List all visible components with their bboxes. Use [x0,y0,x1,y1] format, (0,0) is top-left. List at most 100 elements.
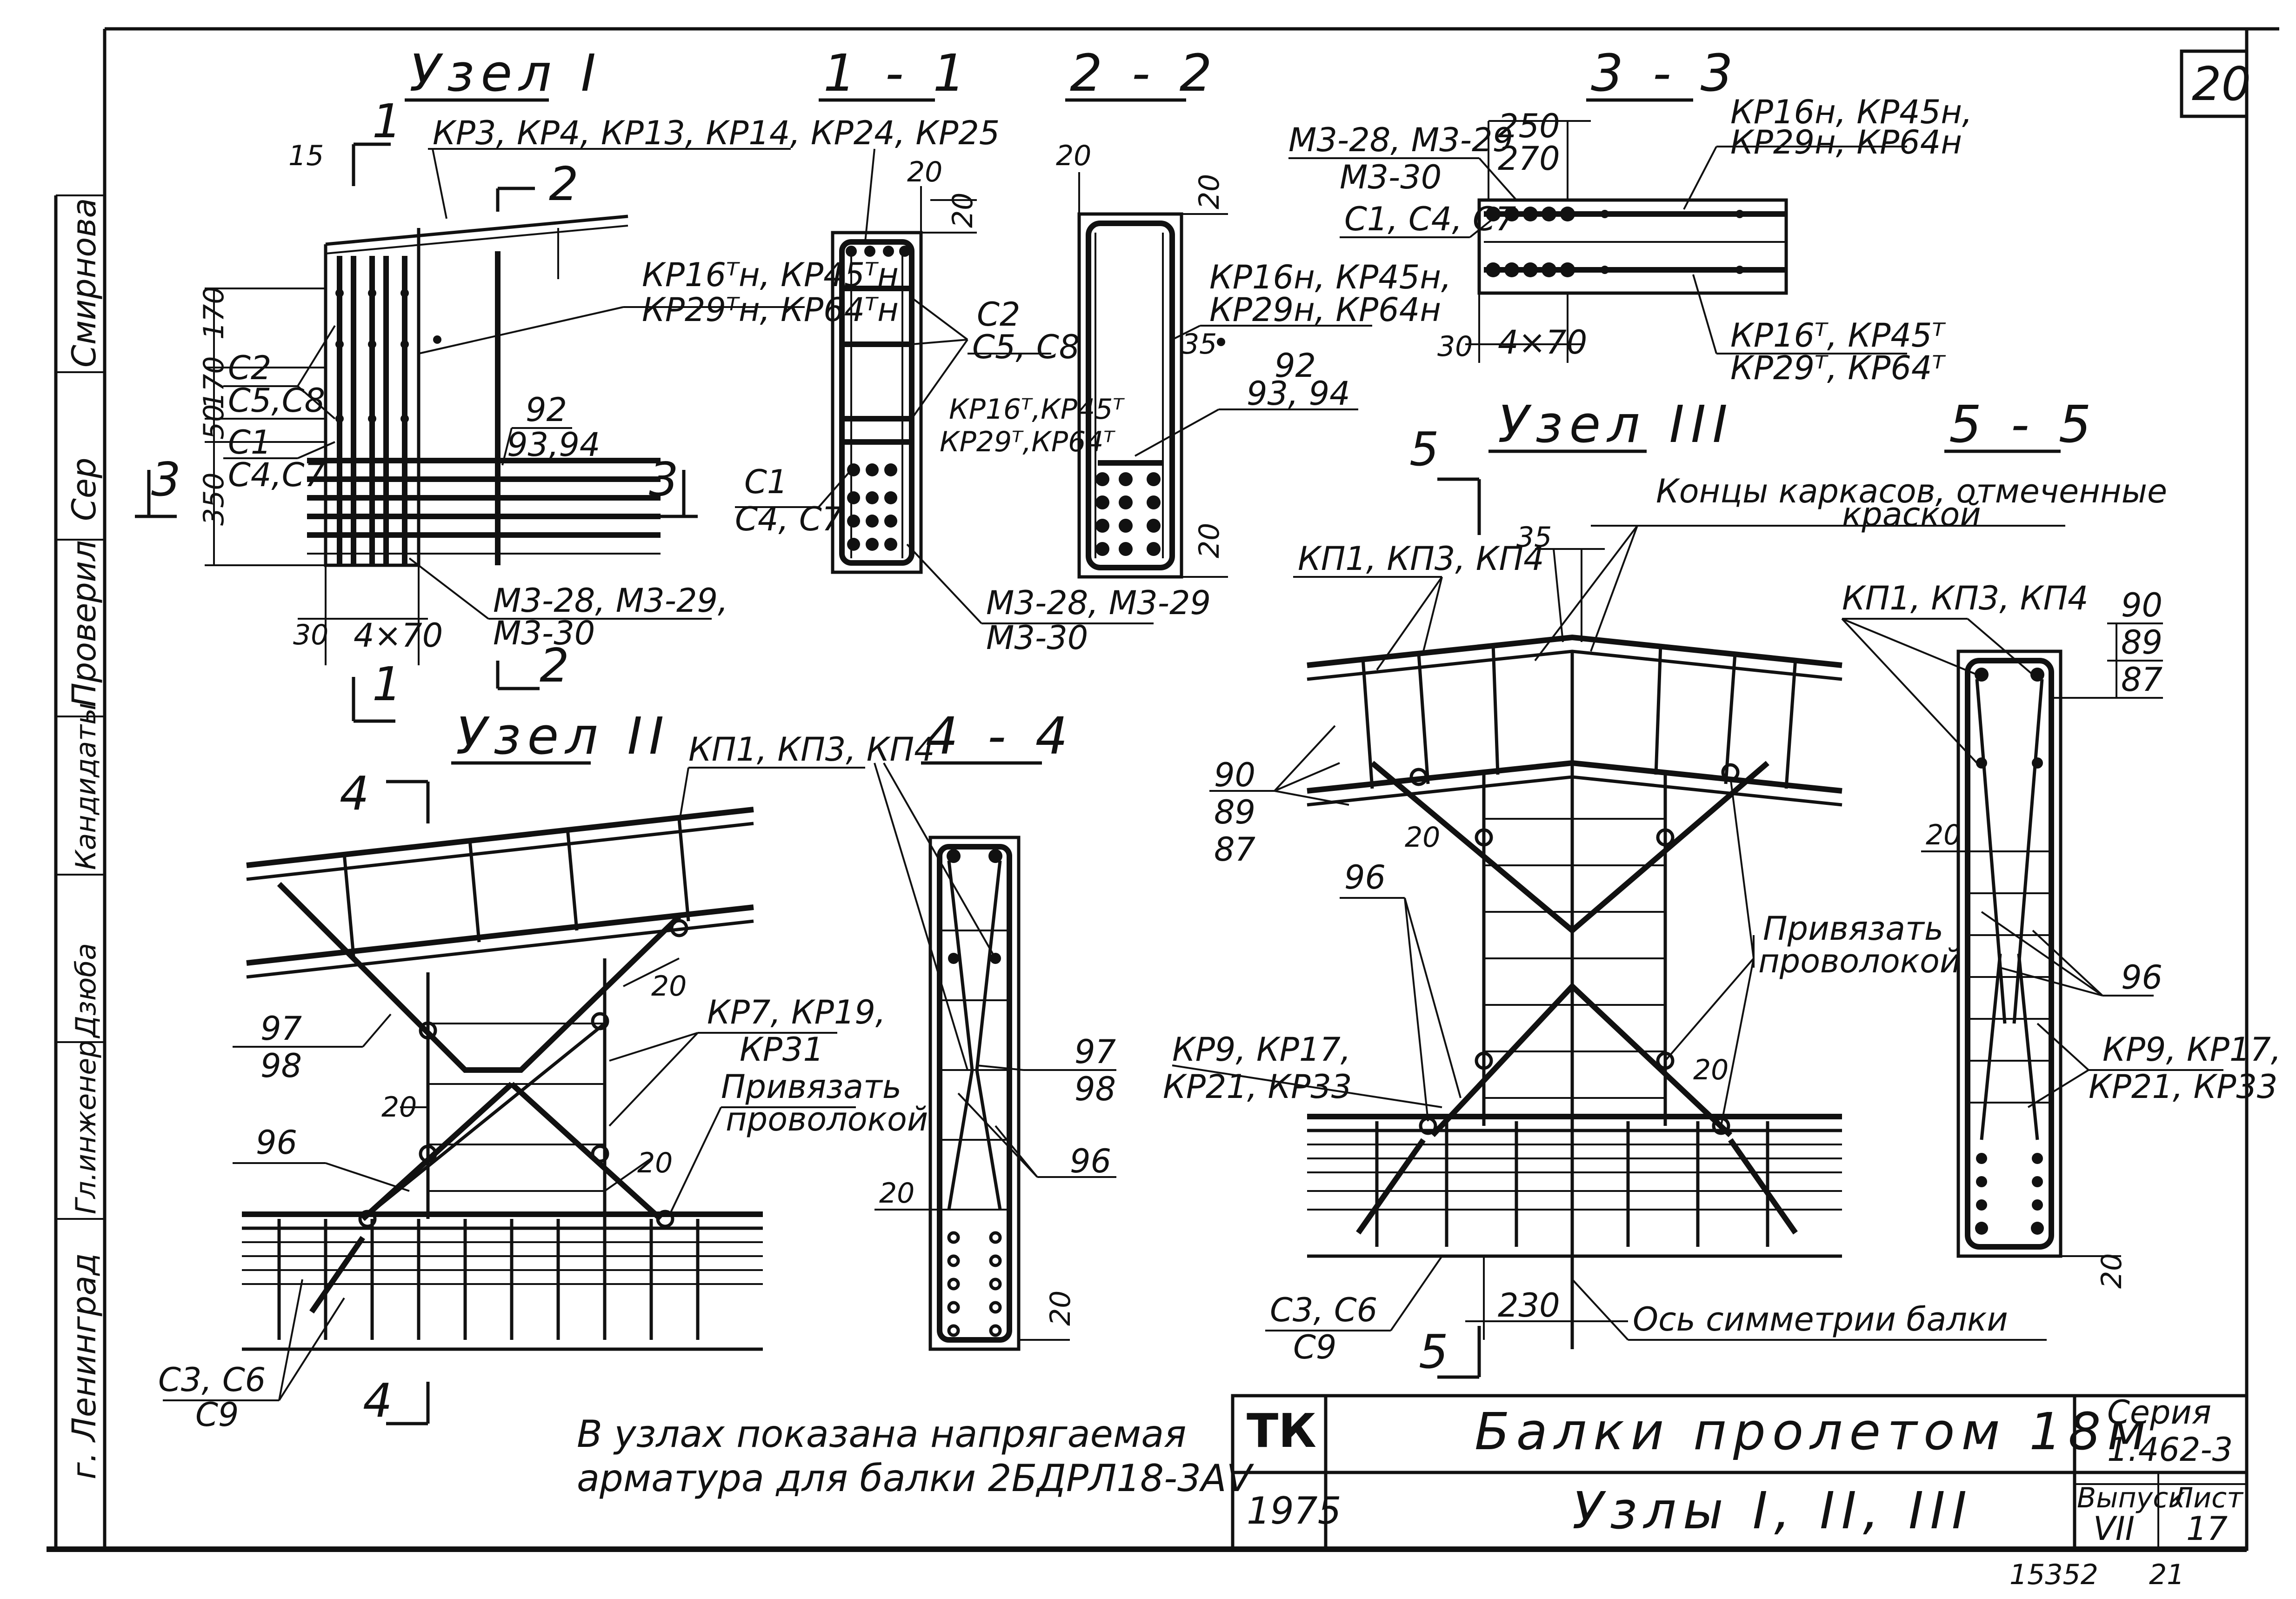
section-1-1-c47: С4, С7 [735,500,842,538]
node-3-p89: 89 [1214,793,1255,831]
node-1-cut-3a: 3 [151,452,181,507]
node-3-cut-b: 5 [1419,1325,1448,1379]
node-2-c-1: С3, С6 [158,1361,266,1399]
node-1-dim-4x70: 4×70 [354,616,443,655]
node-3-dim-20a: 20 [1405,821,1440,854]
section-2-2-title: 2 - 2 [1070,43,1219,103]
section-4-4: 4 - 4 [874,706,1116,1351]
node-1-dim-170b: 170 [198,356,230,409]
section-5-5-dim-a: 20 [1926,819,1961,851]
node-2-dim-a: 20 [381,1091,417,1124]
node-1-dim-170a: 170 [198,286,230,340]
side-name-6: Гл.инженер [70,1040,102,1214]
section-2-2-p9394: 93, 94 [1247,375,1350,413]
node-3-ends-2: краской [1842,495,1981,534]
node-3-p87: 87 [1214,830,1255,869]
section-3-3-title: 3 - 3 [1591,43,1740,103]
section-3-3-kr-top-1: КР16н, КР45н, [1730,93,1972,131]
node-3-title: Узел III [1498,395,1734,454]
title-block-series-label: Серия [2107,1393,2211,1432]
node-2-c-2: С9 [195,1396,239,1434]
section-5-5-p89: 89 [2121,623,2163,662]
node-2-p96: 96 [256,1124,297,1162]
node-2-kr-1: КР7, КР19, [707,993,886,1031]
section-3-3-kr-bot-2: КР29ᵀ, КР64ᵀ [1730,349,1946,387]
node-2-p97: 97 [260,1010,302,1048]
node-3-dim-230: 230 [1498,1286,1560,1325]
section-5-5-p90: 90 [2121,586,2163,624]
section-4-4-p96: 96 [1070,1142,1111,1180]
note-line-2: арматура для балки 2БДРЛ18-3АⅤ [577,1457,1255,1500]
section-1-1-m3-1: М3-28, М3-29 [986,584,1211,622]
node-1-cut-3b: 3 [649,452,679,507]
node-3-kp: КП1, КП3, КП4 [1298,540,1544,578]
title-block-sheet-label: Лист [2171,1482,2244,1514]
section-1-1-dim-b: 20 [947,193,979,228]
node-1-c2: С2 [228,349,271,387]
node-3-c-2: С9 [1293,1328,1336,1366]
node-1-cut-1b: 1 [372,657,402,711]
node-1-c47: С4,С7 [228,456,325,494]
node-2-dim-b: 20 [651,970,687,1003]
section-4-4-p98: 98 [1075,1070,1116,1108]
side-name-3: Проверил [65,540,103,707]
section-1-1-kr-1: КР16ᵀ,КР45ᵀ [949,393,1125,426]
section-1-1: 1 - 1 [735,43,1154,624]
node-1-dim-30: 30 [293,619,328,651]
title-block-org: ТК [1247,1404,1316,1458]
node-1-cut-1a: 1 [372,94,402,148]
section-3-3-dim-270: 270 [1498,140,1560,178]
node-3-ends-1: Концы каркасов, отмеченные [1656,472,2167,510]
section-1-1-c2: С2 [977,295,1020,334]
section-3-3-c: С1, С4, С7 [1344,200,1516,238]
side-name-5: Дзюба [70,943,102,1039]
section-2-2-kr-2: КР29н, КР64н [1209,291,1441,329]
side-name-7: г. Ленинград [65,1253,103,1479]
node-3-dim-35: 35 [1516,521,1552,554]
section-3-3-dim-30: 30 [1437,330,1473,363]
node-2-dim-c: 20 [637,1147,673,1179]
node-1-c1: С1 [228,423,271,462]
section-2-2-dim-b: 20 [1193,174,1226,209]
node-1-p92: 92 [526,391,567,429]
section-2-2-dim-d: 20 [1193,523,1226,558]
node-3-cut-a: 5 [1409,422,1439,476]
section-1-1-m3-2: М3-30 [986,619,1088,657]
node-3-kr-1: КР9, КР17, [1172,1030,1351,1069]
node-1-top-bars: КР3, КР4, КР13, КР14, КР24, КР25 [433,114,1000,152]
section-2-2-dim-c: 35 [1181,328,1217,361]
section-5-5-kr-2: КР21, КР33 [2089,1068,2277,1106]
title-block-sheet-value: 17 [2186,1510,2228,1548]
section-5-5-title: 5 - 5 [1949,395,2098,454]
section-4-4-p97: 97 [1075,1033,1116,1071]
section-3-3: 3 - 3 [1288,43,1907,363]
node-1-cut-2b: 2 [540,638,569,693]
side-strip: Смирнова Сер Проверил Кандидаты Дзюба Гл… [65,198,103,1479]
node-2-kr-2: КР31 [740,1030,824,1069]
title-block-year: 1975 [1247,1489,1342,1532]
section-5-5-p96: 96 [2121,958,2163,997]
section-3-3-kr-bot-1: КР16ᵀ, КР45ᵀ [1730,316,1946,355]
node-3-dim-20b: 20 [1693,1054,1729,1086]
title-block-name: Балки пролетом 18м [1475,1402,2152,1461]
node-2-p98: 98 [260,1047,302,1085]
section-3-3-m3-1: М3-28, М3-29 [1288,121,1513,159]
node-3-axis: Ось симметрии балки [1633,1300,2008,1338]
side-name-2: Сер [65,458,103,521]
node-1-dim-15: 15 [288,140,324,172]
section-4-4-title: 4 - 4 [926,706,1075,766]
node-2-tie-1: Привязать [721,1068,901,1106]
node-3-c-1: С3, С6 [1270,1291,1377,1329]
section-5-5-p87: 87 [2121,661,2163,699]
section-2-2-p92: 92 [1275,347,1316,385]
node-1-m3-1: М3-28, М3-29, [493,582,728,620]
section-5-5-dim-b: 20 [2096,1253,2128,1289]
footer-page: 21 [2149,1559,2184,1591]
node-2-title: Узел II [456,706,670,766]
section-5-5-kp: КП1, КП3, КП4 [1842,579,2089,617]
sheet-number: 20 [2192,57,2251,111]
node-1-dim-50: 50 [198,404,230,440]
node-2-tie-2: проволокой [726,1100,928,1138]
note-line-1: В узлах показана напрягаемая [577,1412,1186,1456]
